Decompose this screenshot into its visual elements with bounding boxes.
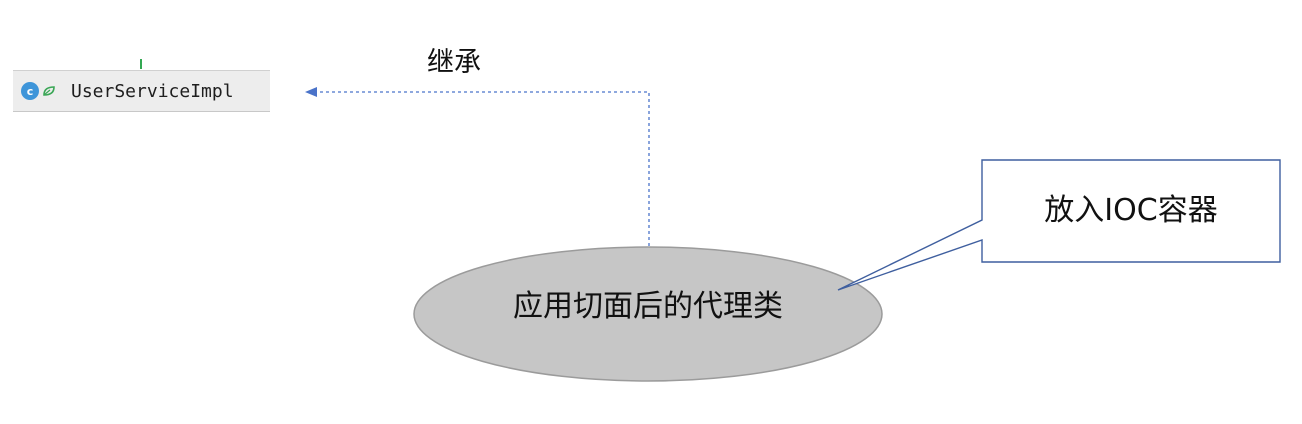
inheritance-arrowhead <box>305 87 317 97</box>
class-node-userserviceimpl[interactable]: c UserServiceImpl <box>13 70 270 112</box>
connector-tick <box>140 59 142 69</box>
callout-shape <box>837 159 1281 291</box>
inheritance-label: 继承 <box>427 47 481 78</box>
class-icon: c <box>21 82 39 100</box>
inheritance-connector <box>316 91 650 246</box>
proxy-class-ellipse <box>413 246 883 382</box>
callout-label: 放入IOC容器 <box>1044 193 1218 228</box>
leaf-icon <box>43 86 55 96</box>
class-name: UserServiceImpl <box>71 81 234 102</box>
proxy-class-label: 应用切面后的代理类 <box>513 289 783 324</box>
